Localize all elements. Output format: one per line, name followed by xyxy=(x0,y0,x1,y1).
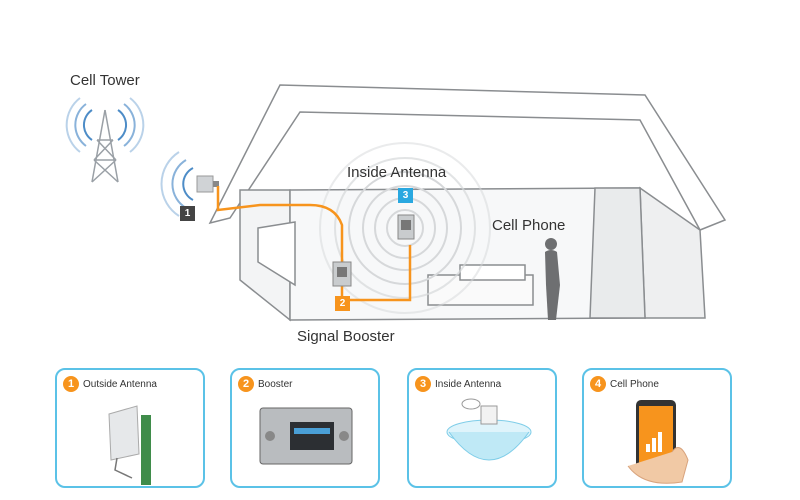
cell-phone-label: Cell Phone xyxy=(492,217,566,234)
person-icon xyxy=(545,238,560,320)
inside-antenna-label: Inside Antenna xyxy=(347,164,447,181)
cell-tower-icon xyxy=(65,97,145,183)
house-icon xyxy=(208,84,727,322)
outside-antenna-signal-icon xyxy=(160,151,194,217)
booster-unit-icon xyxy=(259,407,353,465)
card-outside-antenna: 1 Outside Antenna xyxy=(55,368,205,488)
booster-device-icon xyxy=(332,261,352,287)
phone-in-hand-icon xyxy=(627,400,689,484)
badge-booster: 2 xyxy=(335,296,350,311)
card-booster: 2 Booster xyxy=(230,368,380,488)
badge-inside-antenna: 3 xyxy=(398,188,413,203)
card-title: Cell Phone xyxy=(610,378,659,390)
badge-outside-antenna: 1 xyxy=(180,206,195,221)
inside-antenna-signal-icon xyxy=(319,142,491,314)
coax-cable xyxy=(216,186,412,302)
card-number: 4 xyxy=(590,376,606,392)
card-number: 2 xyxy=(238,376,254,392)
card-title: Outside Antenna xyxy=(83,378,157,390)
card-title: Inside Antenna xyxy=(435,378,502,390)
card-number: 3 xyxy=(415,376,431,392)
cell-tower-label: Cell Tower xyxy=(70,72,140,89)
card-cell-phone: 4 Cell Phone xyxy=(582,368,732,488)
signal-booster-label: Signal Booster xyxy=(297,328,395,345)
outside-antenna-icon xyxy=(196,175,219,193)
outside-antenna-panel-icon xyxy=(108,405,151,485)
card-number: 1 xyxy=(63,376,79,392)
dome-antenna-icon xyxy=(446,398,532,461)
card-title: Booster xyxy=(258,378,293,390)
scene-illustration xyxy=(65,84,727,322)
inside-antenna-device-icon xyxy=(397,214,415,240)
card-inside-antenna: 3 Inside Antenna xyxy=(407,368,557,488)
